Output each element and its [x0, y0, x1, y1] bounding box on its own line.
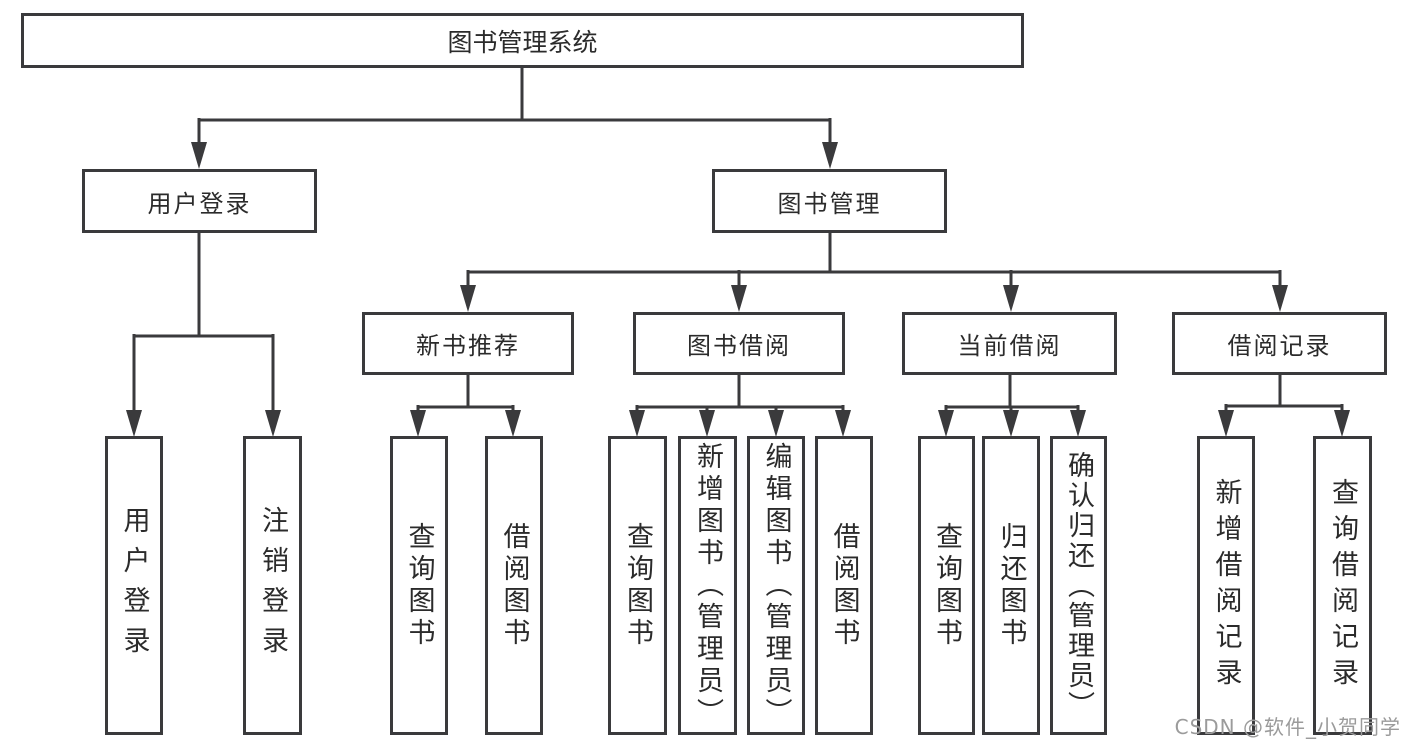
node-label: 新增借阅记录: [1210, 477, 1242, 694]
node-label: 图书管理: [777, 189, 882, 218]
node-label: 确认归还（管理员）: [1063, 450, 1094, 721]
node-book-management: 图书管理: [712, 169, 947, 233]
connector-new-book-children: [416, 375, 515, 418]
node-label: 用户登录: [118, 505, 150, 666]
leaf-return-book: 归还图书: [982, 436, 1040, 735]
node-label: 编辑图书（管理员）: [760, 441, 792, 730]
node-new-book-recommend: 新书推荐: [362, 312, 574, 375]
leaf-borrow-book-2: 借阅图书: [815, 436, 873, 735]
node-label: 借阅记录: [1227, 332, 1332, 360]
node-label: 查询图书: [622, 521, 653, 650]
node-user-login: 用户登录: [82, 169, 317, 233]
csdn-watermark: CSDN @软件_小贺同学: [1174, 715, 1401, 739]
node-book-borrow: 图书借阅: [633, 312, 845, 375]
leaf-edit-book-admin: 编辑图书（管理员）: [747, 436, 805, 735]
node-label: 新书推荐: [416, 332, 520, 360]
node-label: 借阅图书: [498, 521, 530, 650]
node-label: 图书管理系统: [447, 27, 598, 57]
node-label: 查询图书: [403, 521, 435, 650]
leaf-query-borrow-record: 查询借阅记录: [1313, 436, 1372, 735]
leaf-logout: 注销登录: [243, 436, 302, 735]
node-label: 用户登录: [147, 189, 252, 218]
leaf-add-borrow-record: 新增借阅记录: [1197, 436, 1255, 735]
connector-book-management-children: [466, 233, 1282, 295]
leaf-add-book-admin: 新增图书（管理员）: [678, 436, 737, 735]
leaf-confirm-return-admin: 确认归还（管理员）: [1050, 436, 1107, 735]
leaf-query-book-3: 查询图书: [918, 436, 975, 735]
leaf-user-login: 用户登录: [105, 436, 163, 735]
node-label: 当前借阅: [957, 332, 1062, 360]
node-label: 新增图书（管理员）: [692, 441, 723, 730]
leaf-query-book-2: 查询图书: [608, 436, 667, 735]
connector-root-to-level2: [197, 66, 832, 150]
node-current-borrow: 当前借阅: [902, 312, 1117, 375]
connector-borrow-record-children: [1224, 375, 1344, 418]
node-label: 借阅图书: [828, 521, 860, 650]
node-label: 查询图书: [931, 521, 962, 650]
connector-user-login-children: [132, 233, 275, 418]
node-label: 归还图书: [995, 521, 1027, 650]
leaf-query-book-1: 查询图书: [390, 436, 448, 735]
connector-current-borrow-children: [944, 375, 1080, 418]
leaf-borrow-book-1: 借阅图书: [485, 436, 543, 735]
connector-book-borrow-children: [635, 375, 845, 418]
node-label: 查询借阅记录: [1327, 477, 1358, 694]
node-borrow-record: 借阅记录: [1172, 312, 1387, 375]
node-label: 注销登录: [257, 505, 288, 666]
node-label: 图书借阅: [687, 332, 791, 360]
node-library-management-system: 图书管理系统: [21, 13, 1024, 68]
